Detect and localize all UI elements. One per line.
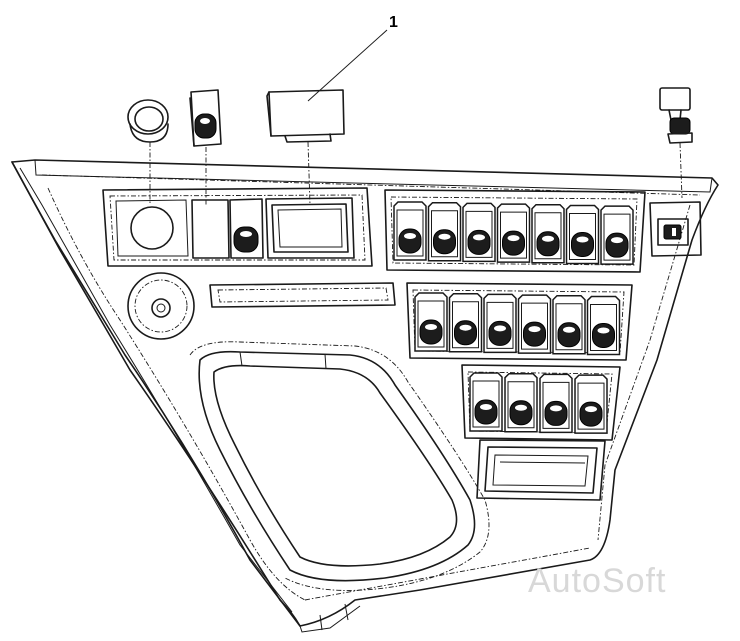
gear-lever-opening xyxy=(189,341,490,591)
small-switch-part xyxy=(659,87,693,199)
rocker-switch-upper-right-1 xyxy=(393,201,427,261)
switch-bank-lower-frame xyxy=(461,364,621,441)
rocker-switch-middle-right-5 xyxy=(552,295,586,355)
rocker-switch-lower-right-2 xyxy=(504,372,538,433)
rocker-switch-lower-right-4 xyxy=(574,374,608,434)
round-knob-part xyxy=(127,99,169,205)
rocker-switch-part xyxy=(189,89,222,205)
rocker-switch-lower-right-1 xyxy=(469,372,503,432)
rocker-switch-lower-right-3 xyxy=(539,373,573,434)
storage-pocket xyxy=(476,439,606,501)
dashboard-panel xyxy=(11,159,719,633)
switch-rows xyxy=(393,201,634,434)
single-indicator-switch xyxy=(649,201,702,257)
long-slot xyxy=(209,282,396,308)
rocker-switch-upper-right-6 xyxy=(565,204,600,265)
callout-label: 1 xyxy=(389,14,398,31)
callout-1: 1 xyxy=(307,14,398,102)
rocker-switch-upper-right-5 xyxy=(531,204,565,264)
rocker-switch-upper-right-2 xyxy=(427,201,462,262)
left-control-cluster xyxy=(102,187,373,267)
round-knob-seat xyxy=(127,272,195,340)
rocker-switch-upper-right-3 xyxy=(462,202,496,263)
rocker-switch-middle-right-1 xyxy=(414,292,448,352)
rocker-switch-middle-right-2 xyxy=(448,292,483,353)
rocker-switch-middle-right-3 xyxy=(483,293,517,354)
switch-bank-upper-frame xyxy=(384,189,646,273)
left-rocker-switch xyxy=(229,198,264,259)
round-socket-hole xyxy=(130,206,174,250)
switch-bank-middle-frame xyxy=(406,282,633,361)
watermark-text: AutoSoft xyxy=(528,562,666,600)
display-window xyxy=(271,203,349,253)
rocker-switch-upper-right-4 xyxy=(496,203,531,263)
rocker-switch-upper-right-7 xyxy=(600,205,634,265)
rocker-switch-middle-right-6 xyxy=(586,295,621,356)
rocker-switch-middle-right-4 xyxy=(517,294,552,354)
display-module-part xyxy=(266,89,345,206)
